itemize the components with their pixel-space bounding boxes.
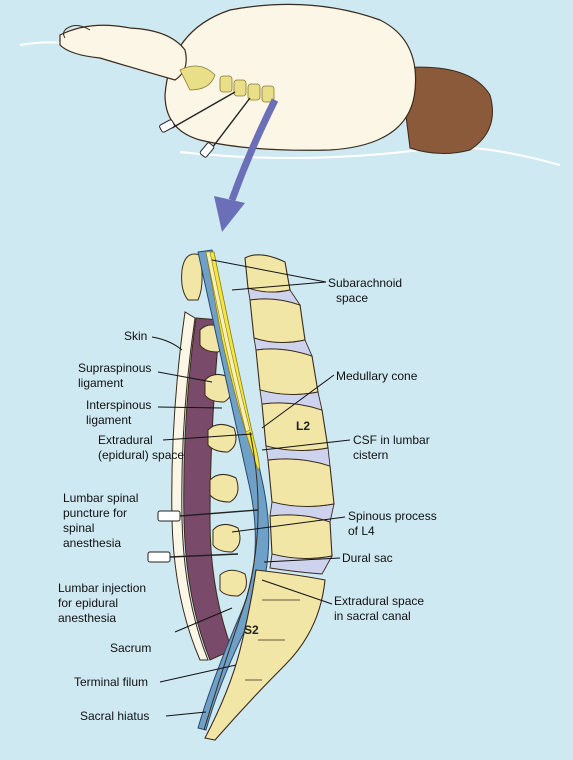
vertebra-label-l2: L2 <box>296 419 310 433</box>
label-extradural-sacral: Extradural space in sacral canal <box>334 594 427 623</box>
hair <box>399 66 493 154</box>
skin-layer <box>171 311 209 661</box>
vertebra-label-s2: S2 <box>244 623 259 637</box>
label-csf-lumbar-cistern: CSF in lumbar cistern <box>353 433 433 462</box>
patient-illustration <box>19 3 561 166</box>
label-lumbar-injection: Lumbar injection for epidural anesthesia <box>58 581 149 625</box>
label-terminal-filum: Terminal filum <box>74 675 148 689</box>
label-dural-sac: Dural sac <box>342 551 393 565</box>
label-interspinous-ligament: Interspinous ligament <box>86 398 155 427</box>
label-lumbar-spinal-puncture: Lumbar spinal puncture for spinal anesth… <box>63 491 142 550</box>
label-subarachnoid-space: Subarachnoid space <box>328 276 405 305</box>
leader-lines <box>151 259 351 717</box>
patient-legs <box>59 24 187 81</box>
spine-section: L2 S2 <box>147 249 335 741</box>
spinal-cord <box>205 251 251 433</box>
zoom-arrow <box>214 98 279 232</box>
spinal-needle <box>157 509 259 522</box>
labels: Subarachnoid space Skin Supraspinous lig… <box>58 276 440 723</box>
label-skin: Skin <box>124 329 147 343</box>
epidural-needle <box>147 551 239 563</box>
sacrum-bone <box>204 569 326 741</box>
label-supraspinous-ligament: Supraspinous ligament <box>78 361 155 390</box>
label-sacrum: Sacrum <box>110 641 151 655</box>
label-sacral-hiatus: Sacral hiatus <box>80 709 149 723</box>
terminal-filum-line <box>203 431 259 731</box>
label-extradural-space: Extradural (epidural) space <box>98 433 184 462</box>
patient-back <box>164 3 417 151</box>
label-spinous-process-l4: Spinous process of L4 <box>348 509 440 538</box>
label-medullary-cone: Medullary cone <box>336 369 418 383</box>
